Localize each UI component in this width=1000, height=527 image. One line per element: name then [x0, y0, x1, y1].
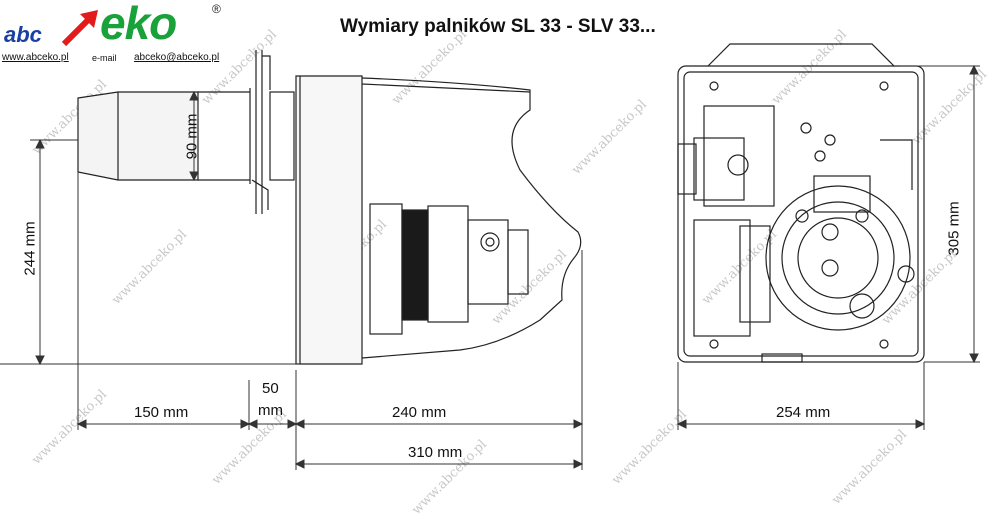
dim-240-label: 240 mm [392, 404, 447, 421]
website-link[interactable]: www.abceko.pl [2, 52, 69, 63]
logo-abc-text: abc [4, 22, 42, 47]
blast-tube [77, 50, 271, 214]
dim-305-label: 305 mm [945, 201, 963, 256]
motor [369, 203, 529, 335]
dimension-lines [0, 64, 980, 470]
mounting-flange [269, 91, 295, 181]
dim-254-label: 254 mm [776, 404, 831, 421]
page-title: Wymiary palników SL 33 - SLV 33... [340, 16, 656, 37]
burner-housing [295, 75, 582, 365]
dim-50-unit: mm [258, 402, 283, 419]
abceko-logo: abc eko ® www.abceko.pl e-mail abceko@ab… [0, 0, 232, 66]
dim-90-label: 90 mm [183, 113, 201, 160]
dim-150-label: 150 mm [134, 404, 189, 421]
dim-50-value: 50 [262, 380, 279, 397]
registered-mark: ® [212, 2, 221, 16]
logo-arrow-icon [61, 10, 98, 47]
email-link[interactable]: abceko@abceko.pl [134, 52, 220, 63]
logo-eko-text: eko [100, 0, 177, 49]
front-view-housing [677, 43, 925, 363]
dim-310-label: 310 mm [408, 444, 463, 461]
dim-244-label: 244 mm [21, 221, 39, 276]
email-label: e-mail [92, 53, 117, 63]
